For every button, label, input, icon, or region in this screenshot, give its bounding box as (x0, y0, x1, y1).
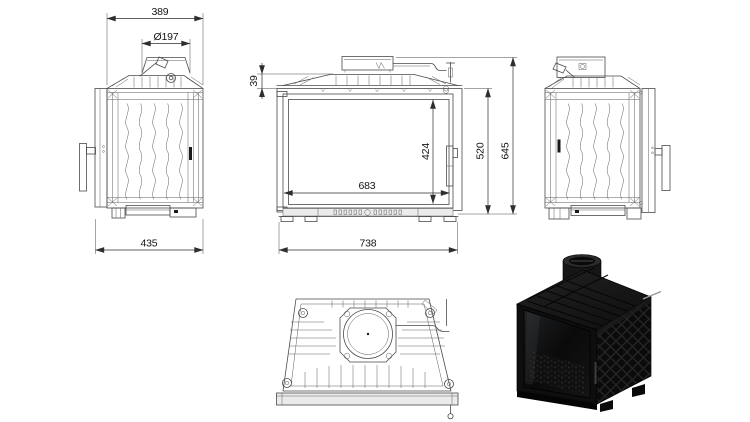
render-latch (594, 362, 598, 384)
hinge-top (276, 91, 288, 97)
base-front (278, 216, 459, 222)
right-side-view (544, 56, 671, 220)
glass-pane (288, 99, 450, 205)
body-side-right (544, 88, 641, 209)
flue-opening-top (339, 307, 397, 363)
dim-glass-height-424: 424 (420, 99, 436, 204)
top-plate-right (544, 62, 641, 90)
damper-lever (139, 62, 157, 77)
damper-rod-top (395, 299, 450, 332)
glass-door-front (276, 88, 463, 213)
product-3d-render (516, 254, 662, 412)
damper-slot (375, 61, 385, 70)
door-latch (446, 145, 458, 187)
ignition-hole (364, 209, 371, 216)
render-front-face (516, 303, 598, 410)
render-grate (530, 351, 585, 394)
dim-overall-width-738: 738 (278, 222, 458, 254)
top-plate-side (106, 75, 204, 90)
dim-flue-diameter-197: Ø197 (141, 31, 191, 72)
damper-bracket-right (552, 62, 567, 74)
door-handle-right (651, 145, 671, 191)
left-side-view: 389 Ø197 (79, 6, 204, 254)
dim-label-overall-width-front: 738 (360, 238, 377, 250)
casting-ribs (289, 300, 445, 388)
flue-collar-right (556, 56, 606, 78)
dim-label-glass-width: 683 (359, 180, 376, 192)
door-edge-right (639, 88, 656, 213)
damper-bracket (155, 56, 169, 69)
body-side (106, 88, 204, 209)
render-side-face (596, 296, 652, 412)
vent-row (282, 208, 454, 217)
flue-collar-side (139, 56, 191, 83)
wavy-side-panel-right (566, 103, 624, 200)
render-damper-rod (642, 290, 662, 300)
base-plate-top (276, 392, 459, 406)
dim-label-overall-height: 645 (500, 142, 512, 159)
dim-label-depth: 435 (141, 238, 158, 250)
door-handle (79, 143, 96, 192)
top-plate-front (276, 74, 463, 86)
spec-label-mark-right (557, 139, 561, 153)
dim-body-height-520: 520 (458, 88, 517, 215)
dim-label-top-plate: 39 (248, 75, 260, 87)
dim-overall-height-645: 645 (396, 57, 517, 215)
dim-top-plate-39: 39 (248, 63, 333, 99)
dim-label-body-height: 520 (475, 142, 487, 159)
dim-label-overall-width: 389 (152, 6, 169, 18)
flue-collar-front (341, 56, 394, 73)
dim-glass-width-683: 683 (283, 180, 450, 196)
wavy-side-panel (125, 103, 183, 200)
base-legs-right (548, 205, 642, 220)
damper-pivot-bolt (166, 73, 176, 83)
dim-label-flue-diameter: Ø197 (154, 31, 179, 43)
dim-overall-width-389: 389 (106, 6, 204, 85)
damper-pull-ring (447, 404, 454, 420)
base-legs-side (111, 205, 197, 219)
top-view (276, 298, 459, 420)
dim-label-glass-height: 424 (420, 143, 432, 160)
door-edge (94, 88, 108, 208)
front-view: 39 424 683 520 645 738 (248, 56, 517, 254)
dim-depth-435: 435 (95, 219, 204, 254)
spec-label-mark (189, 147, 192, 160)
